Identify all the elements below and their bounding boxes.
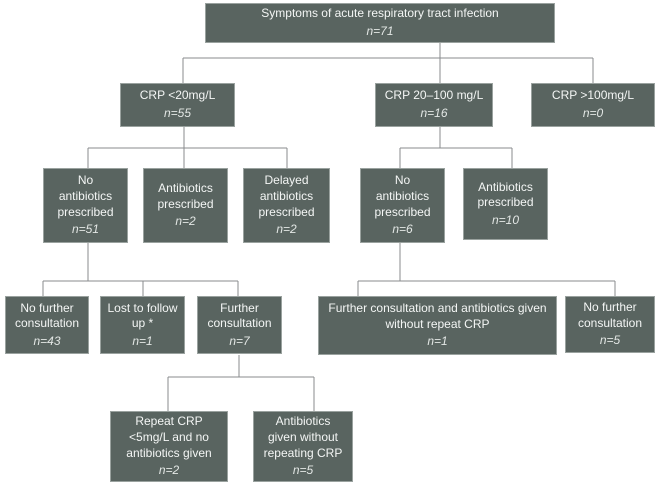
node-low-delayed-antibiotics: Delayed antibiotics prescribed n=2 bbox=[243, 168, 330, 243]
node-label: CRP <20mg/L bbox=[139, 88, 216, 103]
node-count: n=2 bbox=[276, 222, 297, 237]
node-count: n=51 bbox=[71, 222, 100, 237]
node-label: Further consultation bbox=[207, 300, 272, 331]
node-count: n=71 bbox=[366, 24, 394, 38]
node-symptoms-root: Symptoms of acute respiratory tract infe… bbox=[205, 3, 555, 43]
connector-low-no-abx-to-children bbox=[42, 243, 239, 296]
node-repeat-crp-no-antibiotics: Repeat CRP <5mg/L and no antibiotics giv… bbox=[110, 411, 228, 482]
node-count: n=0 bbox=[582, 106, 604, 120]
node-count: n=7 bbox=[229, 333, 250, 348]
connector-crp-mid-to-children bbox=[399, 127, 513, 168]
node-count: n=5 bbox=[599, 333, 621, 348]
node-label: No antibiotics prescribed bbox=[57, 173, 114, 219]
node-label: No further consultation bbox=[14, 300, 80, 331]
connector-further-consultation-to-children bbox=[167, 355, 315, 411]
node-further-consultation-antibiotics-no-repeat-crp: Further consultation and antibiotics giv… bbox=[318, 296, 557, 355]
node-label: Antibiotics prescribed bbox=[477, 179, 534, 210]
node-label: Antibiotics given without repeating CRP bbox=[263, 414, 343, 460]
node-label: CRP >100mg/L bbox=[551, 88, 635, 103]
node-label: Further consultation and antibiotics giv… bbox=[328, 301, 547, 331]
node-crp-over-100: CRP >100mg/L n=0 bbox=[531, 83, 655, 127]
node-label: Lost to follow up * bbox=[107, 300, 178, 331]
node-lost-to-follow-up: Lost to follow up * n=1 bbox=[100, 296, 185, 354]
node-label: Antibiotics prescribed bbox=[157, 181, 214, 211]
node-mid-no-further-consultation: No further consultation n=5 bbox=[565, 296, 655, 353]
node-label: Delayed antibiotics prescribed bbox=[258, 173, 315, 219]
node-count: n=1 bbox=[427, 334, 448, 349]
node-count: n=6 bbox=[392, 222, 413, 237]
node-crp-20-100: CRP 20–100 mg/L n=16 bbox=[375, 83, 493, 127]
node-low-no-further-consultation: No further consultation n=43 bbox=[5, 296, 89, 354]
node-mid-antibiotics-prescribed: Antibiotics prescribed n=10 bbox=[463, 168, 548, 240]
node-label: No further consultation bbox=[577, 300, 643, 330]
node-crp-under-20: CRP <20mg/L n=55 bbox=[120, 83, 235, 127]
connector-crp-low-to-children bbox=[87, 127, 288, 168]
node-count: n=1 bbox=[132, 333, 153, 348]
node-count: n=5 bbox=[292, 463, 314, 478]
node-count: n=2 bbox=[158, 463, 180, 478]
node-low-no-antibiotics: No antibiotics prescribed n=51 bbox=[43, 168, 128, 243]
node-mid-no-antibiotics: No antibiotics prescribed n=6 bbox=[360, 168, 445, 243]
node-antibiotics-without-repeating-crp: Antibiotics given without repeating CRP … bbox=[253, 411, 353, 482]
node-count: n=10 bbox=[491, 212, 520, 227]
node-further-consultation: Further consultation n=7 bbox=[197, 296, 282, 354]
node-label: No antibiotics prescribed bbox=[374, 173, 431, 219]
connector-mid-no-abx-to-children bbox=[357, 243, 616, 296]
node-label: Repeat CRP <5mg/L and no antibiotics giv… bbox=[126, 414, 212, 460]
node-count: n=16 bbox=[420, 106, 448, 120]
node-count: n=2 bbox=[175, 214, 196, 229]
node-label: Symptoms of acute respiratory tract infe… bbox=[261, 6, 499, 21]
node-low-antibiotics-prescribed: Antibiotics prescribed n=2 bbox=[143, 168, 228, 243]
connector-root-to-crp-row bbox=[182, 43, 594, 83]
node-count: n=43 bbox=[33, 333, 61, 348]
node-label: CRP 20–100 mg/L bbox=[384, 88, 484, 103]
node-count: n=55 bbox=[163, 106, 192, 120]
